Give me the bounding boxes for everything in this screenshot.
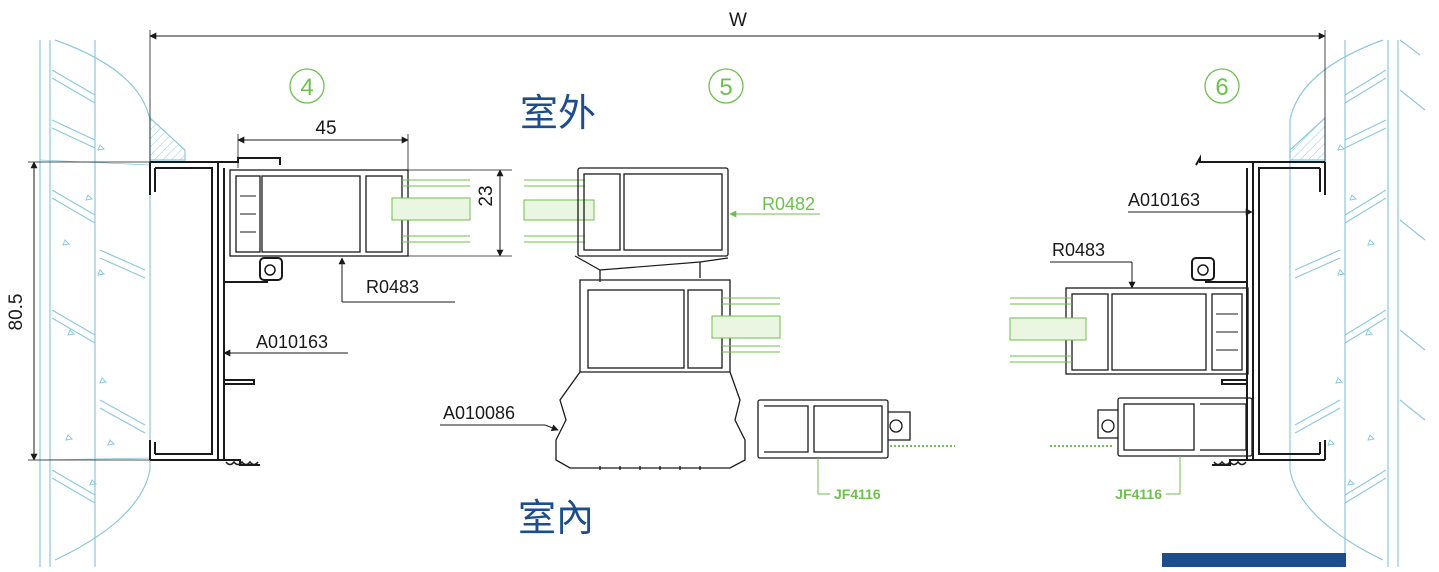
svg-text:23: 23 [476, 185, 497, 206]
svg-text:4: 4 [300, 74, 313, 101]
overall-width-label: W [729, 10, 747, 31]
middle-glass-right [711, 297, 781, 353]
right-wall-marks [1327, 144, 1376, 486]
left-gasket [259, 257, 283, 281]
svg-text:A010086: A010086 [443, 403, 515, 423]
svg-text:A010163: A010163 [1128, 190, 1200, 210]
overall-width-dimension: W [149, 10, 1326, 170]
middle-jf4116-profile [757, 399, 911, 459]
callout-a010086: A010086 [440, 403, 559, 432]
callout-jf4116-middle: JF4116 [817, 458, 881, 502]
svg-text:JF4116: JF4116 [834, 486, 881, 502]
svg-text:A010163: A010163 [256, 332, 328, 352]
middle-frame-a010086 [555, 279, 746, 470]
callout-a010163-left: A010163 [223, 332, 348, 357]
section-marker-4: 4 [289, 68, 325, 104]
middle-glass-left [523, 179, 595, 243]
left-sash [229, 169, 409, 257]
svg-text:R0483: R0483 [366, 277, 419, 297]
callout-r0483-left: R0483 [338, 257, 455, 303]
callout-r0483-right: R0483 [1050, 240, 1136, 289]
inside-label: 室內 [518, 496, 594, 540]
callout-jf4116-right: JF4116 [1115, 456, 1181, 502]
dimension-80-5: 80.5 [6, 161, 150, 461]
section-marker-6: 6 [1204, 68, 1240, 104]
svg-text:5: 5 [719, 74, 732, 101]
right-wall [1289, 39, 1426, 567]
right-gasket [1191, 257, 1215, 281]
section-marker-5: 5 [708, 68, 744, 104]
callout-a010163-right: A010163 [1128, 190, 1253, 216]
svg-text:80.5: 80.5 [6, 294, 27, 331]
svg-text:JF4116: JF4116 [1115, 486, 1162, 502]
middle-sash-r0482 [574, 167, 729, 282]
right-glass [1009, 297, 1087, 363]
svg-text:45: 45 [315, 118, 336, 139]
svg-text:R0482: R0482 [762, 194, 815, 214]
outside-label: 室外 [520, 91, 596, 135]
dimension-23: 23 [408, 169, 512, 257]
svg-text:R0483: R0483 [1052, 240, 1105, 260]
right-sash [1065, 287, 1249, 375]
left-wall [39, 39, 186, 567]
callout-r0482: R0482 [729, 194, 820, 218]
dimension-45: 45 [237, 118, 409, 170]
left-wall-marks [62, 144, 116, 486]
right-jf4116-profile [1097, 397, 1253, 457]
right-outer-frame [1195, 154, 1326, 466]
svg-text:6: 6 [1215, 74, 1228, 101]
corner-accent-bar [1162, 553, 1346, 567]
left-glass [391, 179, 471, 243]
